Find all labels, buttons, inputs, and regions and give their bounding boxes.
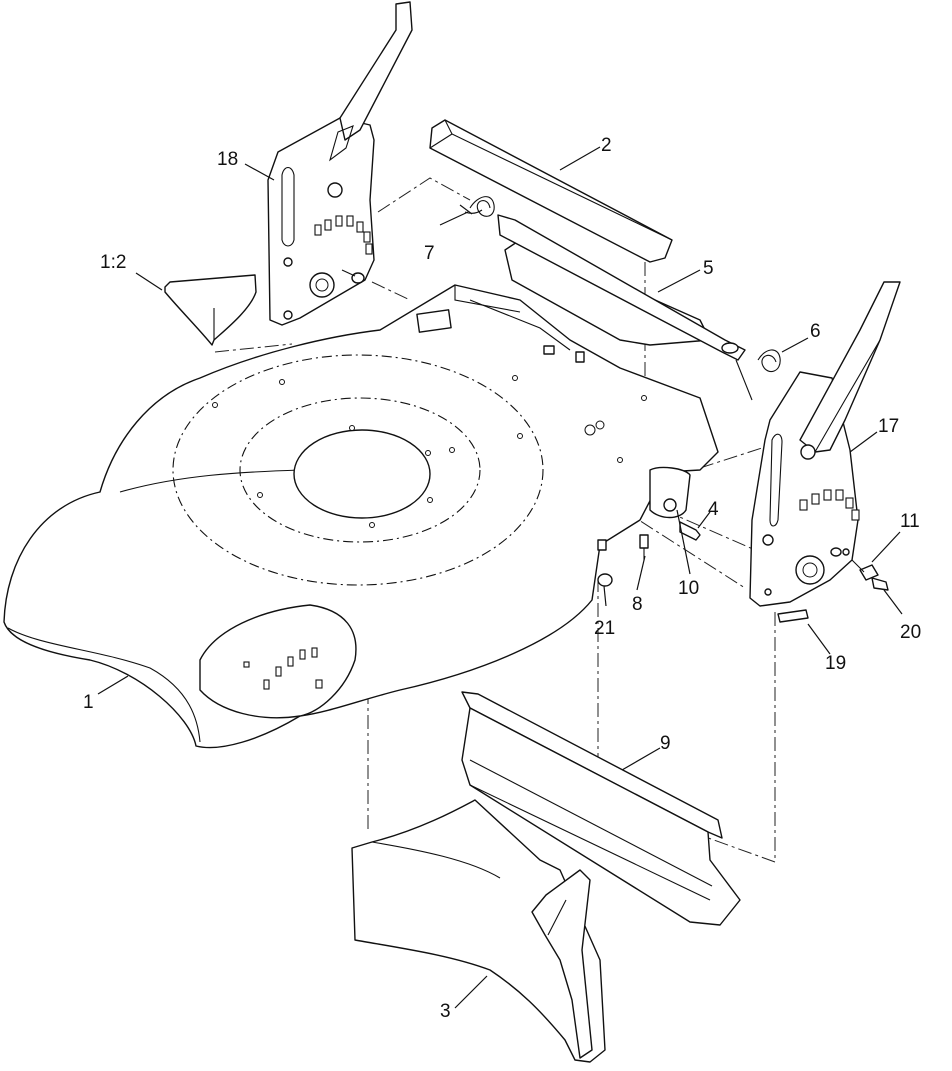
bar-part-2: [429, 119, 673, 263]
callout-2: 2: [601, 135, 612, 156]
bracket-part-17: [749, 281, 901, 607]
callout-21: 21: [594, 618, 615, 639]
deck-vent-slots: [243, 647, 323, 690]
spring-part-6: [735, 349, 781, 401]
callout-11: 11: [900, 511, 920, 532]
callout-10: 10: [678, 578, 699, 599]
callout-17: 17: [878, 416, 899, 437]
callout-9: 9: [660, 733, 671, 754]
callout-18: 18: [217, 149, 238, 170]
leader-lines: [97, 146, 903, 1009]
bracket-18-notches: [314, 215, 373, 255]
callout-labels: 18 1:2 2 7 5 6 17 4 11 10 8 21 20 19 1 9…: [83, 135, 921, 1022]
chute-part-3: [351, 799, 606, 1063]
flap-part-1-2: [164, 274, 257, 346]
hardware: [597, 466, 889, 623]
callout-8: 8: [632, 594, 643, 615]
callout-1-2: 1:2: [100, 252, 126, 273]
rod-part-5: [497, 214, 746, 361]
callout-7: 7: [424, 243, 435, 264]
deck-part-1: [3, 284, 719, 749]
callout-20: 20: [900, 622, 921, 643]
bracket-17-notches: [799, 489, 860, 521]
baffle-part-9: [461, 691, 741, 926]
callout-19: 19: [825, 653, 846, 674]
callout-1: 1: [83, 692, 94, 713]
callout-6: 6: [810, 321, 821, 342]
callout-5: 5: [703, 258, 714, 279]
callout-4: 4: [708, 499, 719, 520]
callout-3: 3: [440, 1001, 451, 1022]
bracket-part-18: [267, 1, 413, 326]
